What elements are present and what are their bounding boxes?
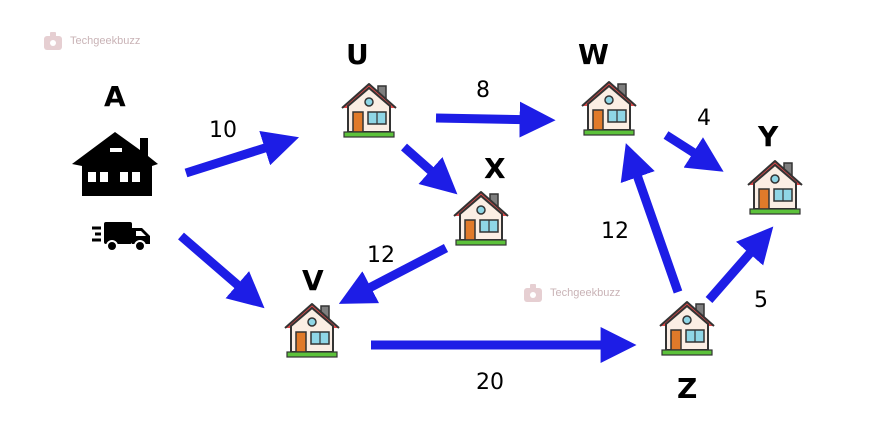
house-icon-x bbox=[450, 186, 512, 248]
watermark-top-left: Techgeekbuzz bbox=[42, 30, 140, 52]
edge-u-w bbox=[435, 101, 556, 138]
node-label-z: Z bbox=[677, 372, 698, 405]
edge-label-z-y: 5 bbox=[754, 288, 768, 313]
house-icon-w bbox=[578, 76, 640, 138]
node-label-a: A bbox=[104, 80, 126, 113]
edge-x-v bbox=[338, 244, 449, 304]
house-silhouette-icon bbox=[72, 132, 158, 196]
node-label-w: W bbox=[578, 38, 609, 71]
node-label-v: V bbox=[302, 264, 324, 297]
watermark-center: Techgeekbuzz bbox=[522, 282, 620, 304]
watermark-logo-icon bbox=[44, 32, 62, 50]
watermark-text: Techgeekbuzz bbox=[70, 35, 141, 47]
house-icon-v bbox=[281, 298, 343, 360]
node-label-x: X bbox=[484, 152, 506, 185]
edge-label-u-w: 8 bbox=[476, 78, 490, 103]
edge-label-w-y: 4 bbox=[697, 106, 711, 131]
edge-w-y bbox=[663, 131, 724, 172]
edge-z-y bbox=[705, 226, 774, 303]
watermark-logo-icon bbox=[524, 284, 542, 302]
edge-label-x-v: 12 bbox=[367, 243, 395, 268]
delivery-truck-icon bbox=[92, 222, 150, 252]
edge-a-v bbox=[178, 232, 265, 309]
edge-u-x bbox=[401, 143, 458, 195]
house-icon-y bbox=[744, 155, 806, 217]
node-label-y: Y bbox=[758, 120, 779, 153]
edge-label-z-w: 12 bbox=[601, 219, 629, 244]
edge-label-a-u: 10 bbox=[209, 118, 237, 143]
edge-a-u bbox=[184, 130, 300, 178]
edge-z-w bbox=[620, 143, 683, 294]
watermark-text: Techgeekbuzz bbox=[550, 287, 621, 299]
edge-label-v-z: 20 bbox=[476, 370, 504, 395]
house-icon-z bbox=[656, 296, 718, 358]
house-icon-u bbox=[338, 78, 400, 140]
node-label-u: U bbox=[346, 38, 369, 71]
